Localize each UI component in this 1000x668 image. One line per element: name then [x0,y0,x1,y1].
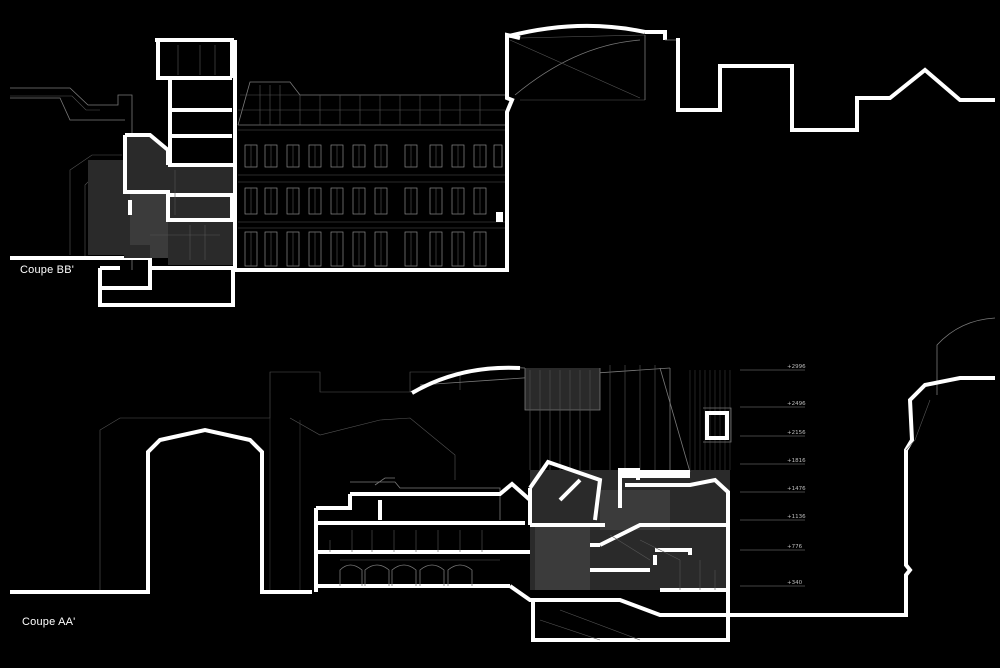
level-label: +340 [787,580,803,586]
level-label: +1476 [787,486,806,492]
level-label: +1816 [787,458,806,464]
level-label: +776 [787,544,803,550]
section-label-bb: Coupe BB' [20,264,75,276]
level-label: +2496 [787,401,806,407]
section-bb [10,23,995,307]
section-aa: +2996 +2496 +2156 +1816 +1476 +1136 +776… [10,317,996,642]
level-label: +1136 [787,514,806,520]
level-markers: +2996 +2496 +2156 +1816 +1476 +1136 +776… [740,364,806,587]
level-label: +2156 [787,430,806,436]
section-label-aa: Coupe AA' [22,616,76,628]
facade-windows [244,144,503,267]
level-label: +2996 [787,364,806,370]
